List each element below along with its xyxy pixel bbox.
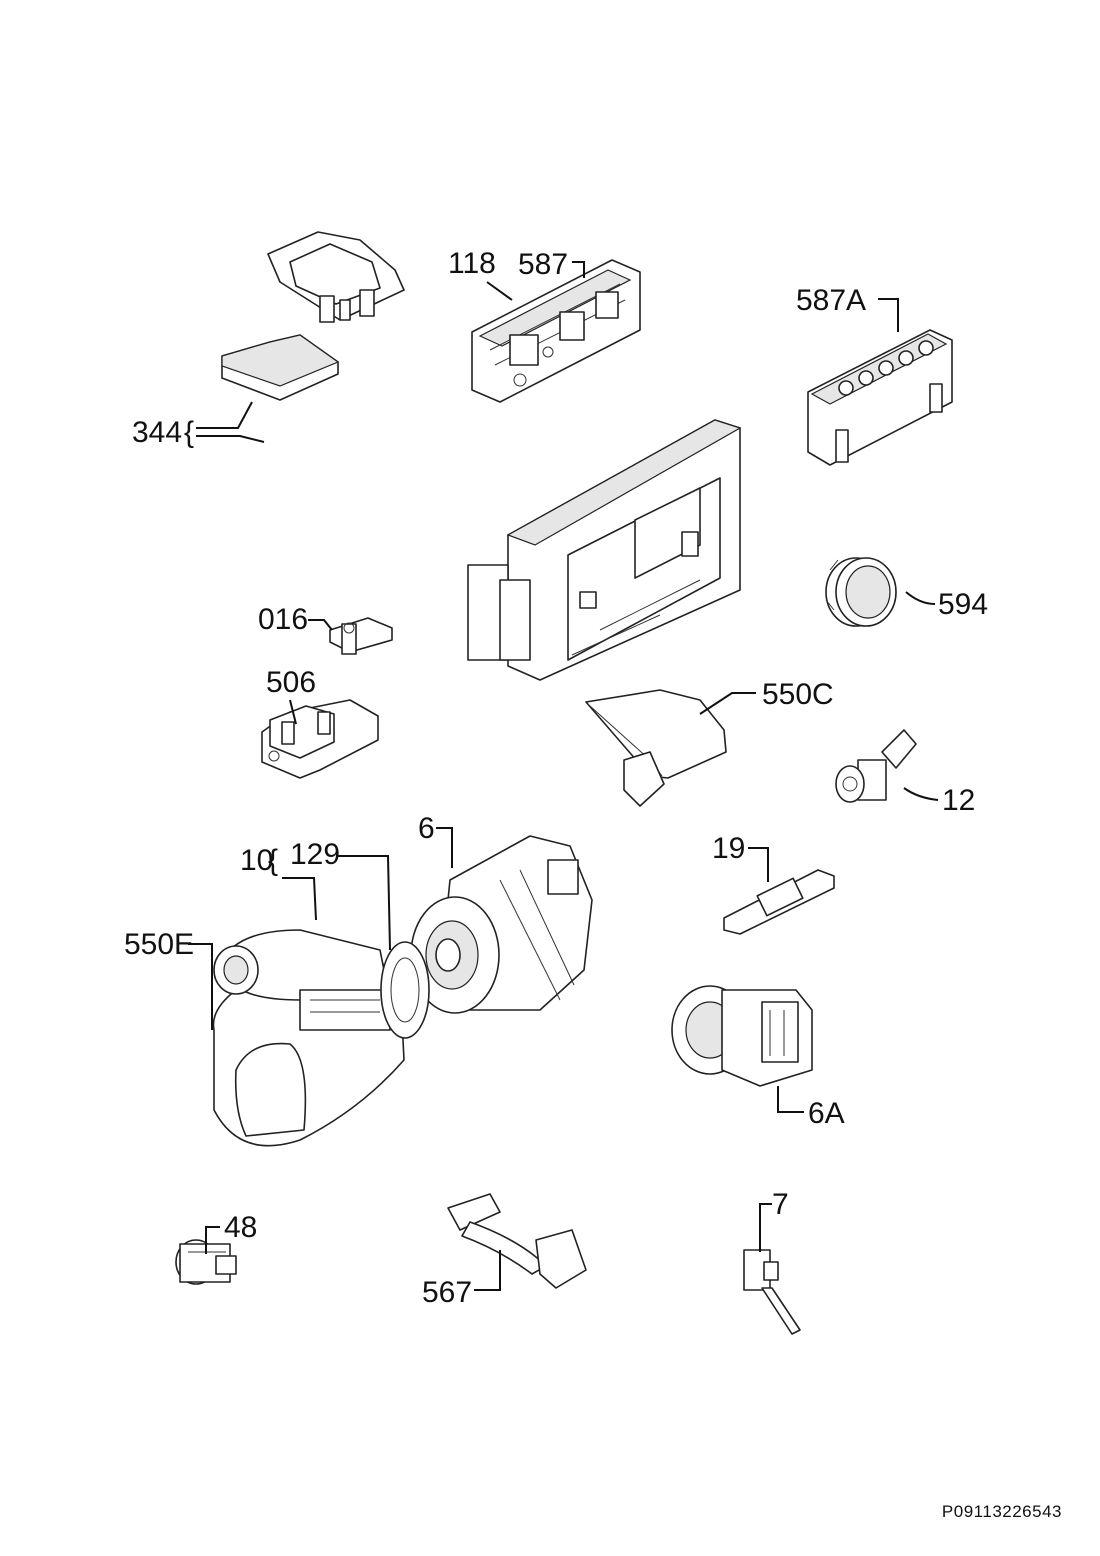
label-506: 506 [266,666,316,699]
leader-016 [308,619,333,631]
part-587-main-module [467,419,742,681]
label-550C: 550C [762,678,834,711]
leader-506 [289,699,297,725]
leader-6 [436,827,453,868]
label-6A: 6A [808,1097,845,1130]
label-567: 567 [422,1276,472,1309]
part-7-switch [743,1249,801,1335]
leader-7 [759,1203,772,1252]
label-129: 129 [290,838,340,871]
part-12-valve [835,729,917,803]
leader-550E [188,943,213,1030]
part-19-sensor-bar [723,869,835,935]
reference-code: P09113226543 [941,1502,1062,1521]
part-594-knob [825,557,897,627]
leader-129 [336,855,391,951]
part-118-control-board [471,259,641,403]
brace-344: { [184,416,194,449]
part-6-pump-motor [410,835,593,1014]
label-48: 48 [224,1211,257,1244]
label-550E: 550E [124,928,194,961]
leader-587A [878,298,899,332]
leader-10 [282,877,317,921]
part-550C-flap [585,689,727,807]
label-587: 587 [518,248,568,281]
part-587A-button-panel [807,329,953,466]
brace-10: { [268,844,278,877]
part-550E-heater-pump-housing [212,929,405,1147]
label-6: 6 [418,812,435,845]
part-6A-drain-pump [671,985,813,1087]
part-129-seal-ring [380,941,430,1039]
label-587A: 587A [796,284,866,317]
part-016-sensor [329,617,393,655]
label-344: 344 [132,416,182,449]
leader-118 [486,281,513,301]
part-344-cover-bracket [221,231,405,401]
leader-587 [572,261,585,278]
label-12: 12 [942,784,975,817]
leader-550C [699,692,756,715]
leader-344-a [196,401,253,429]
leader-48 [205,1226,220,1254]
label-016: 016 [258,603,308,636]
label-19: 19 [712,832,745,865]
leader-19 [748,847,769,882]
part-506-bracket [261,699,379,779]
leader-12 [903,787,939,801]
leader-567 [474,1250,501,1291]
leader-6A [777,1086,804,1113]
part-567-wiring-harness [447,1193,587,1289]
leader-344-b [196,435,265,443]
label-118: 118 [448,247,496,280]
label-594: 594 [938,588,988,621]
label-7: 7 [772,1188,789,1221]
leader-594 [905,591,936,605]
label-10: 10 [240,844,273,877]
